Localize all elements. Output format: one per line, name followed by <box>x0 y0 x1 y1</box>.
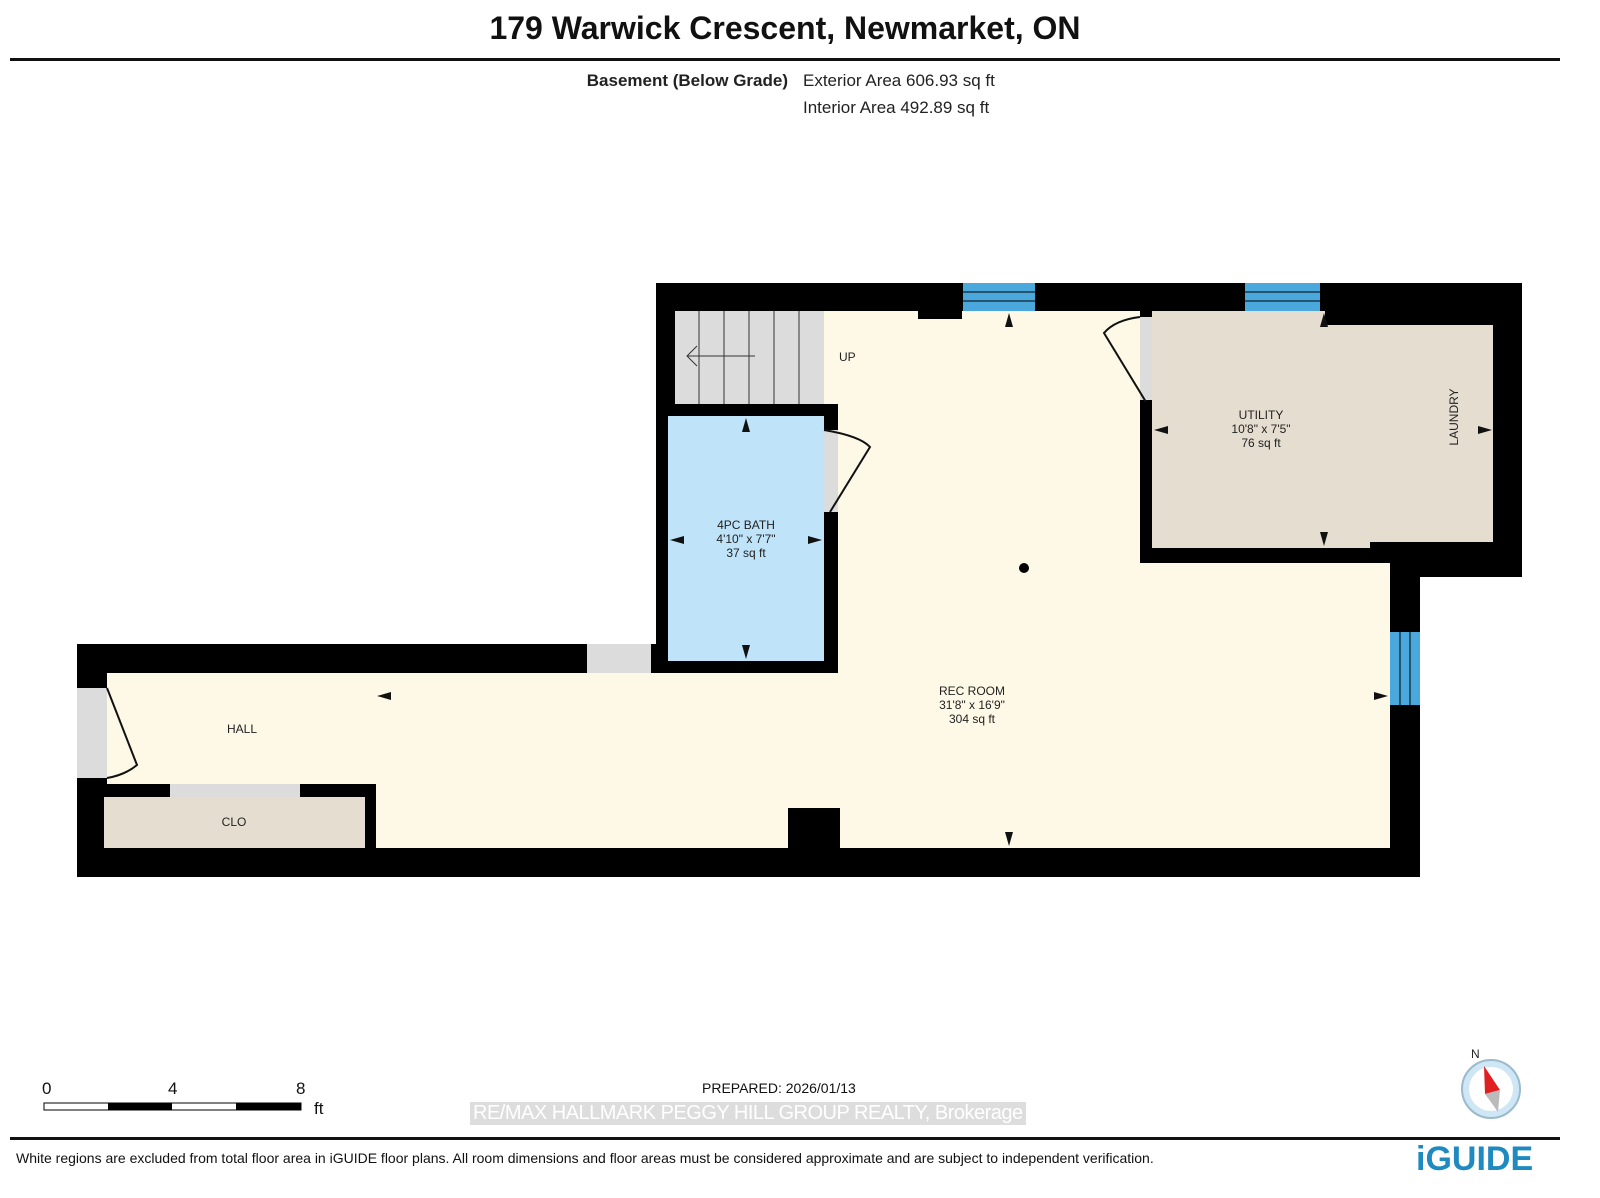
hall-floor <box>107 673 607 784</box>
hall-label: HALL <box>227 722 257 736</box>
utility-door-swing <box>1102 316 1147 403</box>
column <box>788 808 840 848</box>
stairs-label: UP <box>839 350 856 364</box>
scale-tick-8: 8 <box>296 1079 306 1098</box>
stair-treads <box>686 311 800 404</box>
laundry-label: LAUNDRY <box>1447 388 1461 445</box>
entry-door-swing <box>106 687 139 779</box>
window-top-2 <box>1245 283 1320 311</box>
bath-name: 4PC BATH <box>717 518 775 532</box>
scale-bar <box>43 1102 302 1111</box>
compass-north-label: N <box>1471 1047 1480 1061</box>
dimension-arrows <box>377 313 1492 846</box>
window-right <box>1390 632 1420 705</box>
iguide-logo: iGUIDE <box>1416 1140 1534 1178</box>
bath-area: 37 sq ft <box>726 546 766 560</box>
rec-room-dims: 31'8" x 16'9" <box>939 698 1005 712</box>
scale-tick-0: 0 <box>42 1079 52 1098</box>
scale-tick-4: 4 <box>168 1079 178 1098</box>
window-top-1 <box>963 283 1035 311</box>
closet-floor <box>104 797 365 848</box>
bath-floor <box>668 416 824 661</box>
compass-icon: N <box>1461 1047 1521 1119</box>
interior-area: Interior Area 492.89 sq ft <box>803 98 990 117</box>
prepared-date: PREPARED: 2026/01/13 <box>702 1080 856 1096</box>
entry-door-opening[interactable] <box>77 688 107 778</box>
utility-dims: 10'8" x 7'5" <box>1231 422 1290 436</box>
footer-divider <box>10 1137 1560 1140</box>
utility-floor <box>1152 311 1493 548</box>
bath-dims: 4'10" x 7'7" <box>716 532 775 546</box>
rec-room-area: 304 sq ft <box>949 712 996 726</box>
utility-bottom-wall <box>1140 548 1390 563</box>
page-title: 179 Warwick Crescent, Newmarket, ON <box>489 10 1081 46</box>
bath-door-swing <box>823 429 872 513</box>
bath-door-opening[interactable] <box>824 430 838 512</box>
utility-name: UTILITY <box>1239 408 1284 422</box>
exterior-area: Exterior Area 606.93 sq ft <box>803 71 995 90</box>
utility-area: 76 sq ft <box>1241 436 1281 450</box>
closet-label: CLO <box>222 815 247 829</box>
utility-door-opening[interactable] <box>1140 317 1152 400</box>
closet-opening <box>170 784 300 797</box>
point-marker <box>1019 563 1029 573</box>
brokerage-watermark: RE/MAX HALLMARK PEGGY HILL GROUP REALTY,… <box>470 1102 1026 1125</box>
disclaimer: White regions are excluded from total fl… <box>16 1150 1154 1166</box>
header-divider <box>10 58 1560 61</box>
utility-wall <box>1140 400 1152 563</box>
scale-unit: ft <box>314 1099 324 1118</box>
rec-room-name: REC ROOM <box>939 684 1005 698</box>
hall-opening <box>587 644 651 673</box>
floor-name: Basement (Below Grade) <box>586 71 788 90</box>
